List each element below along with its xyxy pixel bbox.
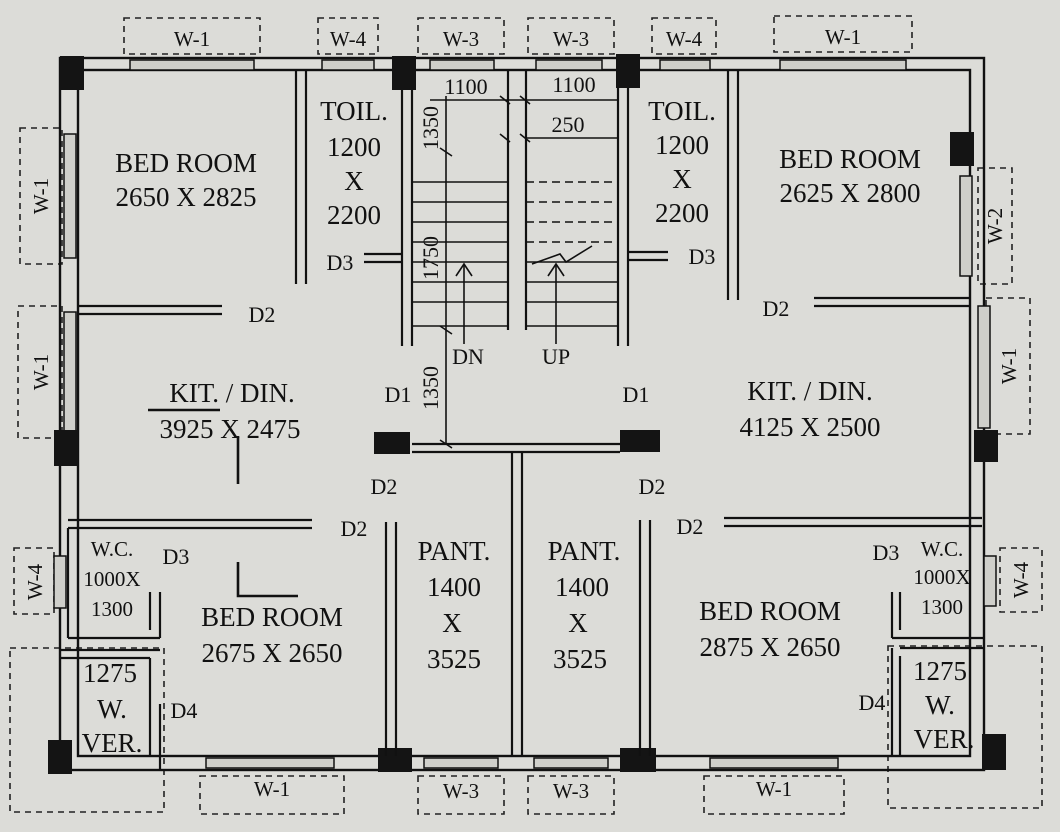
- window-label: W-4: [1009, 561, 1033, 598]
- dimension-label: 1750: [418, 236, 443, 280]
- window-label: W-3: [553, 779, 589, 803]
- room-size: 1275: [913, 656, 967, 686]
- room-size: 1275: [83, 658, 137, 688]
- room-labels: BED ROOM 2650 X 2825 BED ROOM 2625 X 280…: [82, 96, 975, 758]
- room-name: BED ROOM: [699, 596, 841, 626]
- interior-walls: [60, 70, 984, 770]
- room-size: X: [672, 164, 692, 194]
- dimension-label: 1100: [444, 74, 487, 99]
- window-label: W-1: [756, 777, 792, 801]
- room-name: PANT.: [548, 536, 621, 566]
- room-size: 2625 X 2800: [780, 178, 921, 208]
- door-label: D3: [327, 250, 354, 275]
- door-label: D1: [623, 382, 650, 407]
- door-label: D2: [249, 302, 276, 327]
- door-label: D1: [385, 382, 412, 407]
- room-name: W.: [925, 690, 955, 720]
- room-size: 2675 X 2650: [202, 638, 343, 668]
- room-name: PANT.: [418, 536, 491, 566]
- room-size: 1200: [655, 130, 709, 160]
- room-size: 3525: [553, 644, 607, 674]
- window-labels: W-1 W-4 W-3 W-3 W-4 W-1 W-1 W-3 W-3 W-1 …: [23, 25, 1033, 803]
- door-label: D3: [163, 544, 190, 569]
- room-name: TOIL.: [648, 96, 716, 126]
- window-label: W-1: [825, 25, 861, 49]
- column: [392, 56, 416, 90]
- room-size: 1300: [91, 597, 133, 621]
- room-size: X: [568, 608, 588, 638]
- room-size: 3925 X 2475: [160, 414, 301, 444]
- window-label: W-1: [997, 348, 1021, 384]
- room-name: W.: [97, 694, 127, 724]
- window-label: W-1: [174, 27, 210, 51]
- window-glazing: [53, 59, 997, 769]
- door-label: D2: [341, 516, 368, 541]
- window-label: W-3: [443, 779, 479, 803]
- column: [374, 432, 410, 454]
- window-label: W-4: [23, 563, 47, 600]
- door-label: D3: [873, 540, 900, 565]
- dimension-label: 1350: [418, 106, 443, 150]
- room-name: KIT. / DIN.: [747, 376, 872, 406]
- room-size: 1200: [327, 132, 381, 162]
- stair-up-label: UP: [542, 344, 570, 369]
- door-label: D2: [371, 474, 398, 499]
- room-size: 1400: [427, 572, 481, 602]
- column: [620, 430, 660, 452]
- room-size: 1000X: [83, 567, 140, 591]
- room-name: BED ROOM: [115, 148, 257, 178]
- dimension-label: 1100: [552, 72, 595, 97]
- door-label: D4: [859, 690, 886, 715]
- room-size: X: [442, 608, 462, 638]
- room-size: 3525: [427, 644, 481, 674]
- door-label: D2: [677, 514, 704, 539]
- column: [54, 430, 78, 466]
- dimension-label: 1350: [418, 366, 443, 410]
- room-size: 2200: [327, 200, 381, 230]
- room-size: X: [344, 166, 364, 196]
- door-label: D4: [171, 698, 198, 723]
- room-name: TOIL.: [320, 96, 388, 126]
- room-size: 2875 X 2650: [700, 632, 841, 662]
- door-labels: D3 D3 D2 D2 D1 D1 D2 D2 D2 D2 D3 D3 D4 D…: [163, 244, 900, 723]
- staircase: [412, 95, 618, 449]
- window-label: W-4: [666, 27, 703, 51]
- window-label: W-3: [443, 27, 479, 51]
- room-name: BED ROOM: [201, 602, 343, 632]
- counter-marks: [148, 408, 298, 598]
- column: [60, 56, 84, 90]
- room-size: 2650 X 2825: [116, 182, 257, 212]
- room-name: W.C.: [91, 537, 133, 561]
- window-label: W-1: [29, 178, 53, 214]
- room-name: BED ROOM: [779, 144, 921, 174]
- room-name: KIT. / DIN.: [169, 378, 294, 408]
- column: [982, 734, 1006, 770]
- window-label: W-1: [29, 354, 53, 390]
- column: [48, 740, 72, 774]
- room-name: VER.: [82, 728, 143, 758]
- room-size: 1000X: [913, 565, 970, 589]
- window-label: W-2: [983, 208, 1007, 244]
- room-size: 2200: [655, 198, 709, 228]
- door-label: D2: [763, 296, 790, 321]
- door-label: D2: [639, 474, 666, 499]
- window-label: W-3: [553, 27, 589, 51]
- room-size: 4125 X 2500: [740, 412, 881, 442]
- column: [950, 132, 974, 166]
- room-size: 1400: [555, 572, 609, 602]
- window-label: W-1: [254, 777, 290, 801]
- stair-dimensions: 1100 1100 250 1350 1750 1350 DN UP: [418, 72, 596, 410]
- column: [616, 54, 640, 88]
- room-name: VER.: [914, 724, 975, 754]
- room-name: W.C.: [921, 537, 963, 561]
- door-label: D3: [689, 244, 716, 269]
- window-label: W-4: [330, 27, 367, 51]
- room-size: 1300: [921, 595, 963, 619]
- stair-down-label: DN: [452, 344, 484, 369]
- dimension-label: 250: [552, 112, 585, 137]
- column: [974, 430, 998, 462]
